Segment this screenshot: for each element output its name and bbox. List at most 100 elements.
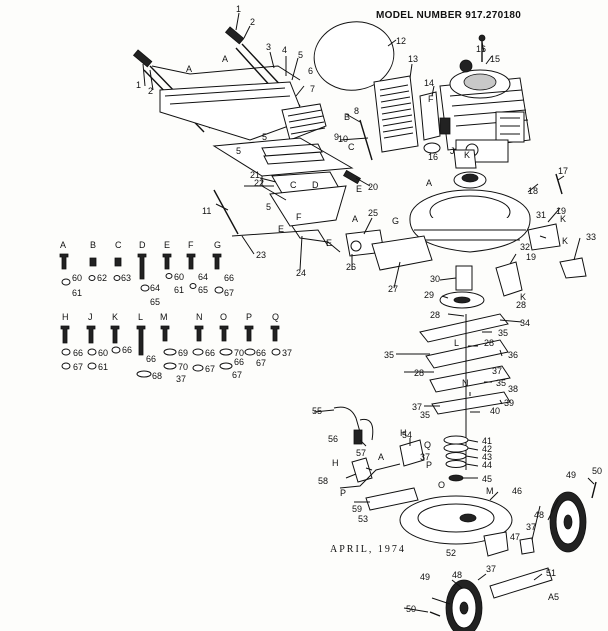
bolt-N (194, 325, 204, 342)
handle-lower-block (269, 185, 347, 227)
callout-28b: 28 (516, 300, 526, 310)
callout-33: 33 (586, 232, 596, 242)
legend-G-qty-1: 66 (224, 273, 234, 283)
bracket-54 (399, 439, 425, 467)
bolt-G (212, 253, 222, 270)
legend-letter-P: P (246, 312, 252, 322)
callout-10: 10 (338, 134, 348, 144)
legend-N-qty-2: 67 (205, 364, 215, 374)
legend-E-qty-1: 60 (174, 272, 184, 282)
ref-H-1: H (400, 428, 407, 438)
bolt-P (244, 325, 254, 342)
legend-M-qty-3: 37 (176, 374, 186, 384)
ref-E-2: E (278, 224, 284, 234)
callout-28c: 28 (484, 338, 494, 348)
callout-28a: 28 (430, 310, 440, 320)
legend-M-qty-2: 70 (178, 362, 188, 372)
callout-5b: 5 (236, 146, 241, 156)
legend-J-qty-2: 61 (98, 362, 108, 372)
air-cleaner-assembly (373, 75, 419, 153)
lever-58 (339, 463, 401, 489)
handle-grip-left (132, 49, 153, 68)
legend-L-qty-1: 66 (146, 354, 156, 364)
bolt-K (110, 325, 120, 344)
spacer-30 (455, 265, 473, 291)
callout-20: 20 (368, 182, 378, 192)
callout-9: 9 (334, 132, 339, 142)
callout-14: 14 (424, 78, 434, 88)
legend-P-qty-1: 66 (256, 348, 266, 358)
callout-4: 4 (282, 45, 287, 55)
legend-H-qty-1: 66 (73, 348, 83, 358)
link-24 (291, 225, 341, 253)
ref-A-3: A (352, 214, 358, 224)
callout-15: 15 (490, 54, 500, 64)
callout-11: 11 (202, 206, 211, 216)
bracket-14 (419, 91, 441, 141)
bolt-D (137, 253, 147, 280)
callout-6: 6 (308, 66, 313, 76)
legend-letter-O: O (220, 312, 227, 322)
callout-28d: 28 (414, 368, 424, 378)
callout-19b: 19 (526, 252, 536, 262)
ref-K-4: K (520, 292, 526, 302)
callout-42: 42 (482, 444, 492, 454)
handle-assembly (132, 26, 373, 253)
legend-K-qty-1: 66 (122, 345, 132, 355)
callout-24: 24 (296, 268, 306, 278)
legend-letter-D: D (139, 240, 146, 250)
blade-38 (429, 365, 511, 393)
legend-M-qty-1: 69 (178, 348, 188, 358)
callout-16b: 16 (428, 152, 438, 162)
legend-letter-A: A (60, 240, 66, 250)
ref-P-1: P (340, 488, 346, 498)
ref-A-1: A (222, 54, 228, 64)
legend-D-qty-2: 65 (150, 297, 160, 307)
rear-axle-51 (489, 567, 553, 599)
legend-letter-E: E (164, 240, 170, 250)
pin-20 (343, 169, 361, 185)
callout-31: 31 (536, 210, 546, 220)
legend-J-qty-1: 60 (98, 348, 108, 358)
bolt-A (59, 253, 69, 270)
callout-5a: 5 (298, 50, 303, 60)
callout-8: 8 (354, 106, 359, 116)
grass-bag (313, 21, 395, 91)
callout-1b: 1 (136, 80, 141, 90)
discharge-grille (281, 103, 327, 141)
legend-D-qty-1: 64 (150, 283, 160, 293)
callout-38: 38 (508, 384, 518, 394)
callout-19a: 19 (556, 206, 566, 216)
nut-45 (448, 474, 464, 482)
blade-40 (431, 391, 511, 415)
legend-letter-F: F (188, 240, 194, 250)
bolt-E (162, 253, 172, 270)
callout-39: 39 (504, 398, 514, 408)
callout-16a: 16 (476, 44, 486, 54)
bolt-B (89, 257, 97, 267)
callout-35d: 35 (420, 410, 430, 420)
callout-2a: 2 (250, 17, 255, 27)
bracket-57 (351, 457, 373, 483)
ref-G-1: G (392, 216, 399, 226)
blade-36 (425, 339, 509, 369)
ref-Q-1: Q (424, 440, 431, 450)
callout-22: 22 (254, 178, 264, 188)
height-adjuster-left (345, 229, 433, 271)
ref-D-1: D (312, 180, 319, 190)
bolt-50b (429, 611, 441, 617)
washer-42 (443, 443, 469, 453)
bolt-J (86, 325, 96, 344)
cable-55 (333, 406, 361, 433)
legend-letter-M: M (160, 312, 168, 322)
bracket-52 (483, 531, 509, 557)
callout-43: 43 (482, 452, 492, 462)
legend-B-qty-1: 62 (97, 273, 107, 283)
gasket-16 (423, 142, 441, 154)
callout-2b: 2 (148, 86, 153, 96)
wheel-left-49 (445, 579, 483, 631)
ref-C-2: C (290, 180, 297, 190)
callout-27: 27 (388, 284, 398, 294)
